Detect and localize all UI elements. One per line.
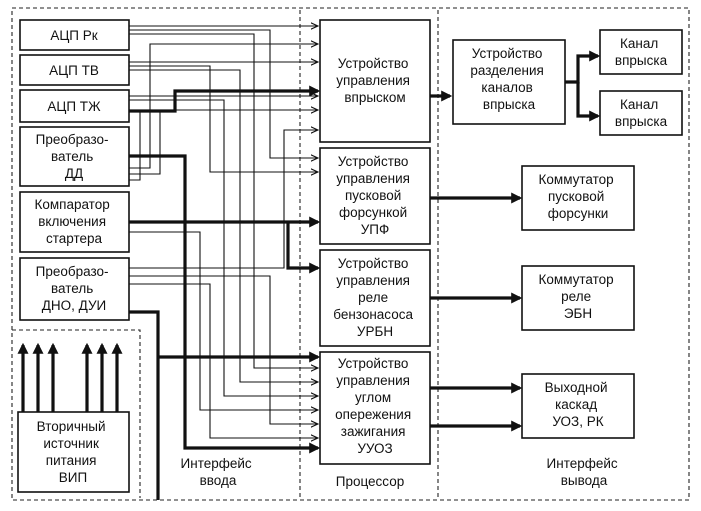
outer-frame bbox=[11, 7, 690, 501]
start-injector-switch-label: Коммутатор пусковой форсунки bbox=[539, 172, 618, 221]
block-output-stage: Выходной каскад УОЗ, РК bbox=[521, 373, 635, 439]
block-power-source: Вторичный источник питания ВИП bbox=[17, 411, 130, 493]
block-injection-control: Устройство управления впрыском bbox=[319, 19, 431, 143]
injection-control-label: Устройство управления впрыском bbox=[336, 56, 413, 105]
channel-separator-label: Устройство разделения каналов впрыска bbox=[470, 46, 547, 112]
region-label-input: Интерфейс ввода bbox=[181, 456, 256, 488]
adc-tv-label: АЦП ТВ bbox=[49, 63, 99, 78]
converter-dno-label: Преобразо- ватель ДНО, ДУИ bbox=[36, 264, 113, 313]
block-ignition-control: Устройство управления углом опережения з… bbox=[319, 351, 431, 465]
block-converter-dd: Преобразо- ватель ДД bbox=[19, 126, 130, 187]
block-injection-channel-2: Канал впрыска bbox=[599, 90, 683, 136]
power-region-outline bbox=[12, 329, 141, 498]
ignition-control-label: Устройство управления углом опережения з… bbox=[335, 356, 415, 456]
block-pump-relay-switch: Коммутатор реле ЭБН bbox=[521, 265, 635, 331]
converter-dd-label: Преобразо- ватель ДД bbox=[36, 132, 113, 181]
block-channel-separator: Устройство разделения каналов впрыска bbox=[452, 39, 566, 125]
pump-relay-control-label: Устройство управления реле бензонасоса У… bbox=[333, 256, 417, 339]
block-starter-comparator: Компаратор включения стартера bbox=[19, 191, 130, 253]
block-adc-rk: АЦП Рк bbox=[19, 19, 130, 51]
power-source-label: Вторичный источник питания ВИП bbox=[37, 419, 110, 485]
adc-rk-label: АЦП Рк bbox=[50, 28, 97, 43]
block-injection-channel-1: Канал впрыска bbox=[599, 29, 683, 75]
region-label-output: Интерфейс вывода bbox=[547, 456, 622, 488]
output-stage-label: Выходной каскад УОЗ, РК bbox=[545, 380, 612, 429]
block-adc-tzh: АЦП ТЖ bbox=[19, 89, 130, 123]
pump-relay-switch-label: Коммутатор реле ЭБН bbox=[539, 272, 618, 321]
block-converter-dno: Преобразо- ватель ДНО, ДУИ bbox=[19, 257, 130, 321]
starter-comparator-label: Компаратор включения стартера bbox=[34, 197, 113, 246]
connections bbox=[17, 26, 601, 500]
region-label-processor: Процессор bbox=[336, 474, 404, 489]
injection-channel-2-label: Канал впрыска bbox=[615, 97, 668, 129]
injection-channel-1-label: Канал впрыска bbox=[615, 36, 668, 68]
start-injector-control-label: Устройство управления пусковой форсункой… bbox=[336, 154, 413, 237]
block-start-injector-switch: Коммутатор пусковой форсунки bbox=[521, 165, 635, 231]
block-start-injector-control: Устройство управления пусковой форсункой… bbox=[319, 147, 431, 245]
adc-tzh-label: АЦП ТЖ bbox=[47, 99, 101, 114]
block-adc-tv: АЦП ТВ bbox=[19, 54, 130, 86]
block-pump-relay-control: Устройство управления реле бензонасоса У… bbox=[319, 249, 431, 347]
